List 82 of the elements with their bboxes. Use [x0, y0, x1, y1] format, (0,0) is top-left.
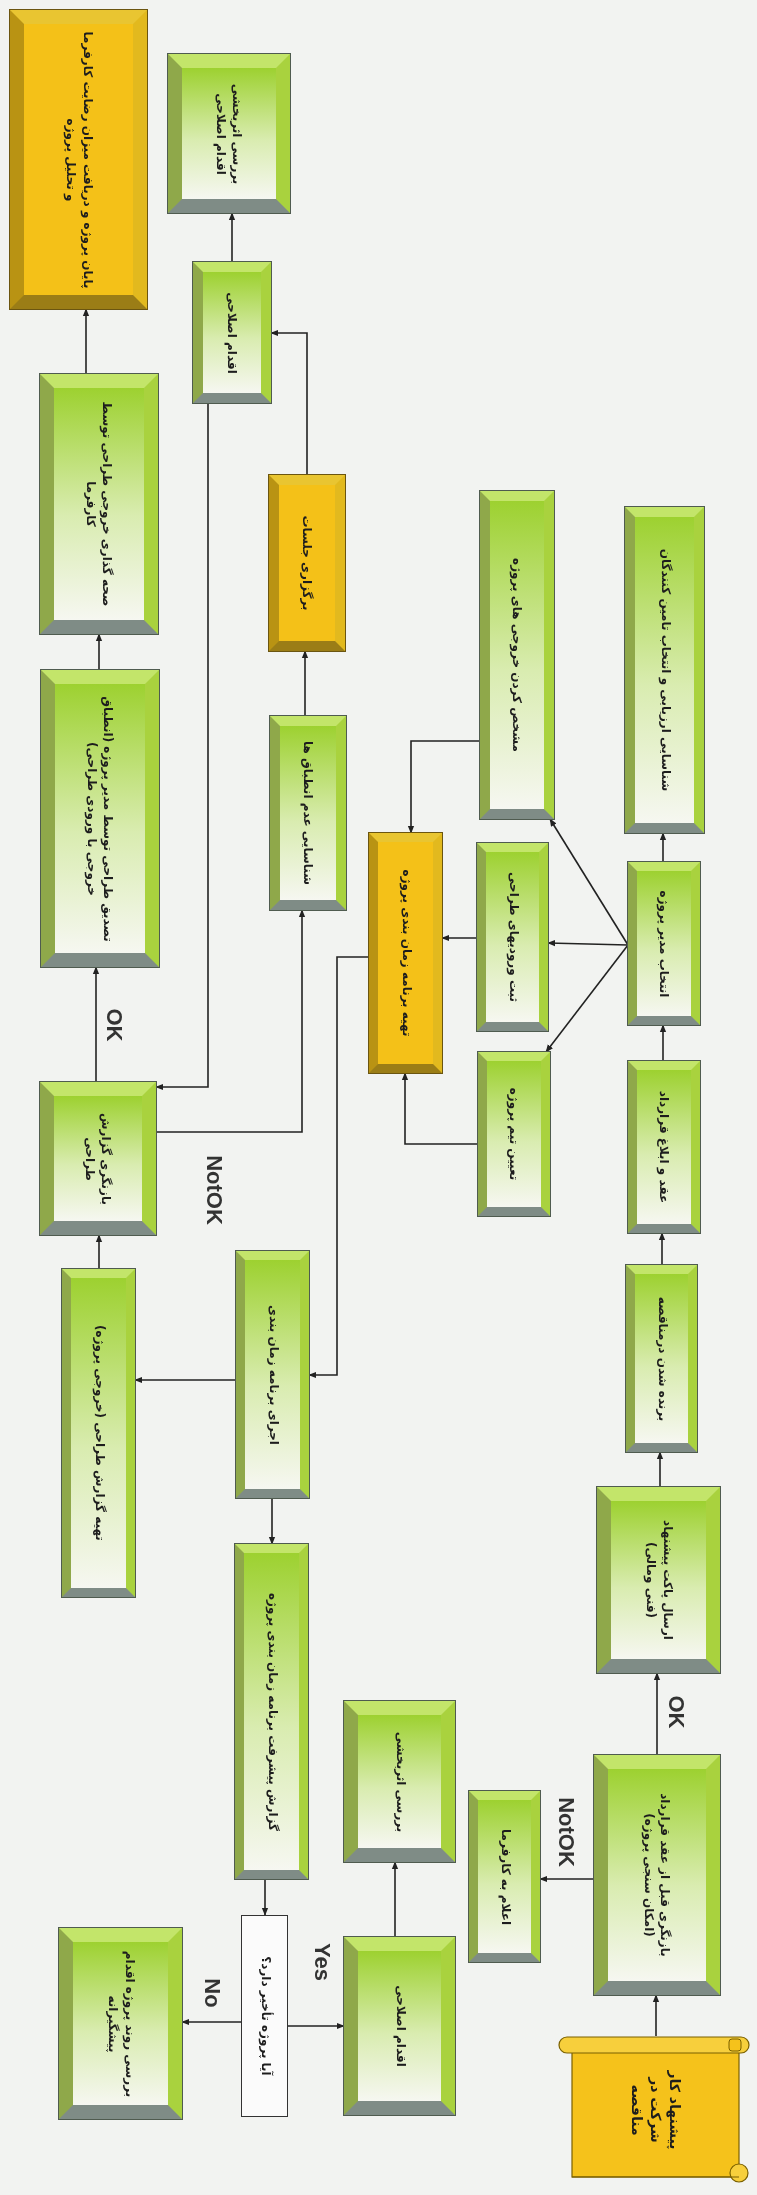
process-box: [40, 1082, 156, 1235]
process-box: [236, 1251, 309, 1498]
node-label: پایان پروژه و دریافت میزان رضایت کارفرما و تحلیل پروژه: [62, 30, 95, 290]
node-label: ارسال پاکت پیشنهاد (فنی ومالی): [642, 1519, 675, 1642]
arrow: [301, 650, 309, 717]
process-box: [40, 374, 158, 634]
process-box: [469, 1791, 540, 1962]
node-label: شناسایی عدم انطباق ها: [299, 741, 317, 885]
process-box: [59, 1928, 182, 2119]
node-label: بررسی روند پروژه اقدام پیشگیرانه: [104, 1949, 137, 2099]
node-label: بررسی اثربخشی: [391, 1731, 408, 1832]
process-box: [193, 262, 271, 403]
node-label: انتخاب مدیر پروژه: [655, 890, 673, 997]
arrow: [95, 633, 103, 671]
process-box: [168, 54, 290, 213]
arrow: [652, 1994, 660, 2037]
node-label: تعیین تیم پروژه: [505, 1087, 523, 1181]
arrow: [441, 934, 478, 942]
node-label: مشخص کردن خروجی های پروژه: [508, 558, 526, 752]
process-box: [628, 862, 700, 1025]
process-box: [269, 475, 345, 651]
arrow: [134, 1376, 237, 1384]
arrow: [308, 956, 370, 1379]
arrow: [549, 818, 629, 946]
arrow: [656, 1451, 664, 1488]
arrow: [659, 1024, 667, 1062]
decision-box: [241, 1915, 288, 2117]
node-label: عقد و ابلاغ قرارداد: [655, 1090, 673, 1204]
node-label: گزارش پیشرفت برنامه زمان بندی پروژه: [263, 1592, 280, 1831]
node-label: اجرای برنامه زمان بندی: [264, 1304, 281, 1445]
arrow: [653, 1672, 661, 1756]
arrow: [270, 329, 308, 476]
node-label: آیا پروژه تأخیر دارد؟: [256, 1956, 273, 2076]
node-label: برنده شدن درمناقصه: [653, 1296, 670, 1421]
node-label: اقدام اصلاحی: [223, 291, 241, 374]
process-box: [626, 1265, 697, 1452]
arrow: [155, 909, 306, 1133]
node-label: ثبت ورودیهای طراحی: [504, 871, 521, 1003]
process-box: [235, 1544, 308, 1879]
node-label: بازنگری گزارش طراحی: [82, 1111, 115, 1207]
process-box: [628, 1061, 700, 1233]
arrow: [268, 1497, 276, 1545]
arrow: [155, 402, 209, 1091]
process-box: [480, 491, 554, 819]
process-box: [62, 1269, 135, 1597]
arrow: [545, 944, 629, 1053]
arrow: [181, 2018, 242, 2026]
process-box: [344, 1937, 455, 2115]
arrow: [401, 1072, 479, 1145]
node-label: بررسی اثربخشی اقدام اصلاحی: [212, 82, 246, 186]
process-box: [41, 670, 159, 967]
arrow: [407, 740, 481, 834]
process-box: [625, 507, 704, 833]
process-box: [10, 10, 147, 309]
node-label: تهیه برنامه زمان بندی پروژه: [397, 869, 414, 1037]
arrow: [658, 1232, 666, 1266]
node-label: تهیه گزارش طراحی (خروجی پروژه): [90, 1325, 107, 1541]
arrow: [95, 1234, 103, 1270]
process-box: [344, 1701, 455, 1862]
node-label: اقدام اصلاحی: [391, 1985, 408, 2067]
arrow: [539, 1875, 595, 1883]
node-label: شناسایی ارزیابی و انتخاب تامین کنندگان: [656, 548, 673, 792]
node-label: تصدیق طراحی توسط مدیر پروژه (انطباق خروجی با ورودی طراحی): [83, 694, 117, 944]
process-box: [369, 833, 442, 1073]
node-label: بازنگری قبل از عقد قرارداد (امکان سنجی پروژه): [640, 1792, 674, 1959]
node-label: صحه گذاری خروجی طراحی توسط کارفرما: [83, 400, 116, 609]
node-label: برگزاری جلسات: [299, 515, 316, 611]
process-box: [477, 843, 548, 1031]
arrow: [391, 1861, 399, 1938]
process-box: [594, 1755, 720, 1995]
process-box: [597, 1487, 720, 1673]
node-label: اعلام به کارفرما: [496, 1828, 513, 1925]
arrow: [92, 966, 100, 1083]
arrow: [287, 2022, 345, 2030]
process-box: [478, 1052, 550, 1216]
arrow: [659, 832, 667, 863]
arrow: [228, 212, 236, 263]
arrow: [82, 308, 90, 375]
process-box: [270, 716, 346, 910]
node-label: پیشنهاد کار شرکت در مناقصه: [627, 2069, 683, 2151]
arrow: [261, 1878, 269, 1916]
arrow: [547, 940, 629, 947]
